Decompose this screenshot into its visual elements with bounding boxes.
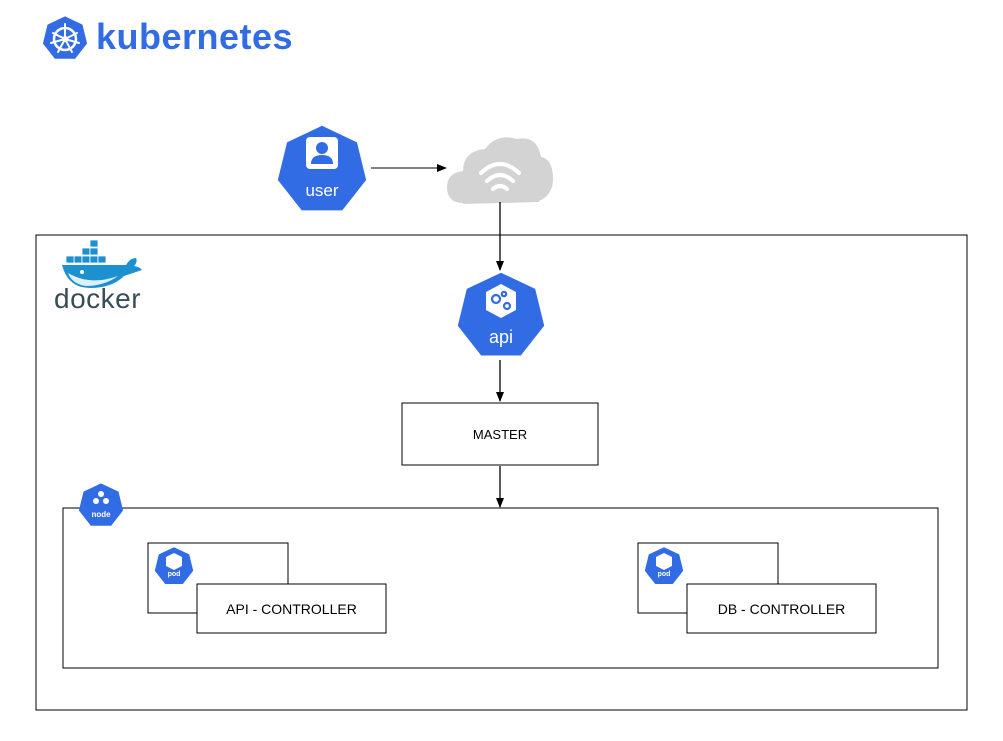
- kubernetes-logo: [42, 16, 88, 59]
- docker-whale-icon: [62, 239, 142, 288]
- node-label: node: [91, 510, 111, 519]
- cloud-wifi-icon: [447, 137, 553, 204]
- api-icon: [457, 272, 545, 356]
- pod-db-front: [686, 583, 877, 634]
- api-label: api: [488, 327, 514, 347]
- pod-db-icon: [644, 547, 684, 584]
- docker-container: [35, 234, 968, 711]
- node-icon: [78, 483, 124, 526]
- pod-db-badge-label: pod: [657, 571, 671, 578]
- master-label: MASTER: [472, 427, 528, 442]
- pod-db-label: DB - CONTROLLER: [717, 601, 846, 617]
- pod-api-icon: [154, 547, 194, 584]
- kubernetes-helm-icon: [42, 16, 88, 59]
- docker-label: docker: [54, 283, 142, 314]
- pod-api-label: API - CONTROLLER: [226, 601, 357, 617]
- gears-icon: [490, 290, 512, 311]
- user-label: user: [305, 181, 339, 200]
- kubernetes-wordmark: kubernetes: [96, 16, 294, 57]
- user-icon: [277, 125, 367, 211]
- pod-api-badge-label: pod: [167, 571, 181, 578]
- master-box: [401, 402, 599, 466]
- pod-api-front: [196, 583, 387, 634]
